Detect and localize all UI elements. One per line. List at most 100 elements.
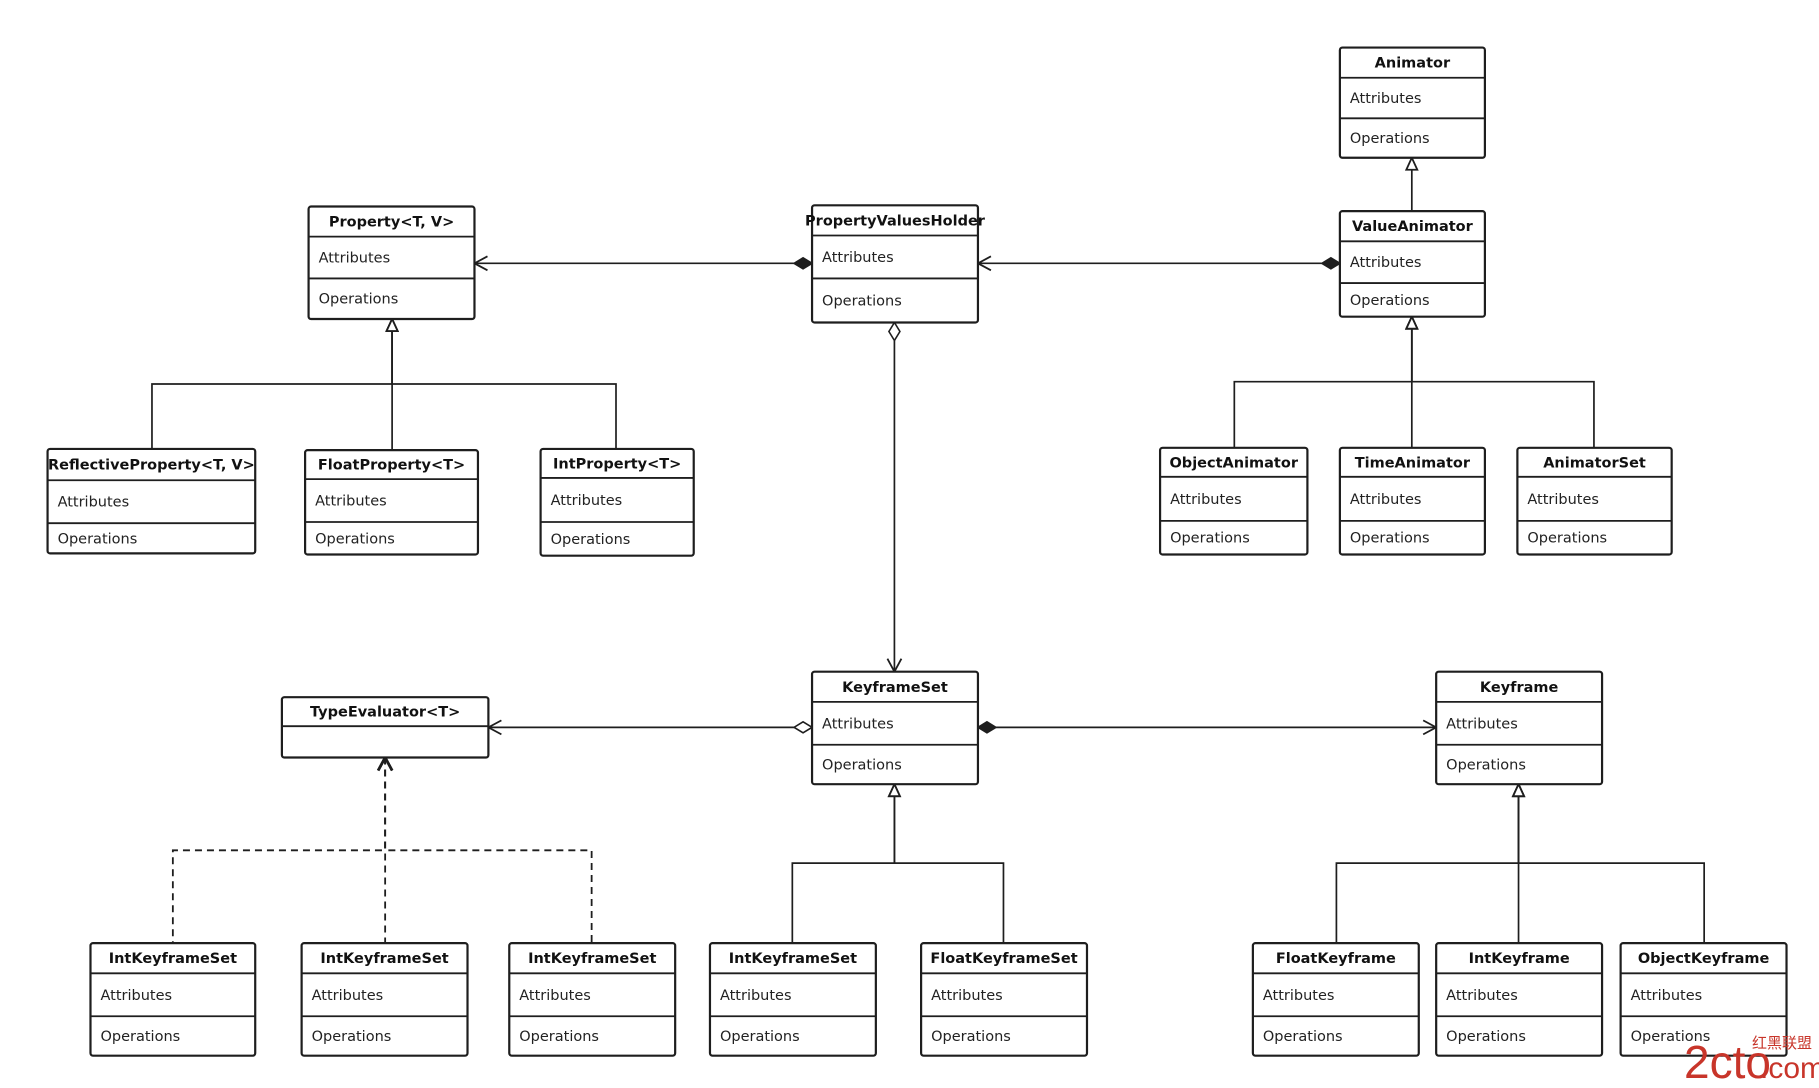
attributes-label: Attributes [58, 495, 130, 511]
edge-line [791, 796, 896, 944]
class-name: IntProperty<T> [553, 456, 681, 472]
watermark: 2cto .com 红黑联盟 [1684, 1034, 1819, 1088]
edge-aggregation [886, 320, 903, 674]
class-box-frame [1338, 210, 1486, 318]
operations-label: Operations [58, 531, 138, 547]
edge-inheritance [385, 316, 617, 449]
edge-line [893, 796, 1005, 944]
relationship-lines [151, 155, 1706, 944]
composition-diamond [1320, 256, 1342, 270]
class-box-frame [810, 670, 980, 786]
operations-label: Operations [100, 1029, 180, 1045]
class-boxes: AnimatorAttributesOperationsProperty<T, … [46, 46, 1788, 1057]
generalization-arrowhead [1404, 155, 1419, 171]
attributes-label: Attributes [100, 988, 172, 1004]
class-box-frame [280, 696, 490, 759]
class-box-frame [1435, 670, 1604, 786]
edge-inheritance [887, 782, 1005, 944]
edge-line [391, 331, 617, 449]
attributes-label: Attributes [1446, 716, 1518, 732]
operations-label: Operations [822, 293, 902, 309]
operations-label: Operations [1446, 1029, 1526, 1045]
edge-composition [472, 255, 814, 272]
operations-label: Operations [1527, 531, 1607, 547]
class-name: FloatKeyframeSet [930, 951, 1077, 967]
operations-label: Operations [1350, 131, 1430, 147]
class-box-frame [1338, 446, 1486, 556]
class-name: IntKeyframe [1469, 951, 1570, 967]
operations-label: Operations [319, 292, 399, 308]
class-name: FloatProperty<T> [318, 458, 465, 474]
attributes-label: Attributes [1350, 255, 1422, 271]
class-name: IntKeyframeSet [109, 951, 237, 967]
watermark-logo: 2cto [1684, 1036, 1771, 1088]
class-box-frame [508, 942, 677, 1057]
composition-diamond [976, 720, 998, 734]
class-name: Property<T, V> [329, 215, 454, 231]
edge-aggregation [486, 719, 814, 736]
attributes-label: Attributes [1527, 492, 1599, 508]
operations-label: Operations [519, 1029, 599, 1045]
class-reflectivepropertyt-v: ReflectiveProperty<T, V>AttributesOperat… [46, 447, 257, 555]
class-name: IntKeyframeSet [320, 951, 448, 967]
edge-inheritance [1404, 155, 1419, 212]
class-name: Animator [1375, 56, 1451, 72]
edge-inheritance [1233, 314, 1419, 448]
attributes-label: Attributes [319, 251, 391, 267]
operations-label: Operations [822, 757, 902, 773]
attributes-label: Attributes [1170, 492, 1242, 508]
generalization-arrowhead [1404, 314, 1419, 330]
class-name: KeyframeSet [842, 680, 948, 696]
edge-inheritance [1511, 782, 1706, 944]
aggregation-diamond [792, 720, 814, 734]
class-name: PropertyValuesHolder [805, 213, 986, 229]
edge-line [1517, 796, 1706, 944]
class-box-frame [1338, 46, 1486, 159]
attributes-label: Attributes [1350, 91, 1422, 107]
operations-label: Operations [931, 1029, 1011, 1045]
operations-label: Operations [1446, 757, 1526, 773]
class-box-frame [708, 942, 877, 1057]
class-name: TimeAnimator [1355, 455, 1471, 471]
edge-inheritance [1335, 782, 1526, 944]
operations-label: Operations [720, 1029, 800, 1045]
class-name: TypeEvaluator<T> [310, 705, 460, 721]
class-box-frame [307, 205, 476, 321]
edge-realization [171, 754, 394, 944]
attributes-label: Attributes [551, 493, 623, 509]
class-box-frame [920, 942, 1089, 1057]
class-name: AnimatorSet [1543, 455, 1646, 471]
attributes-label: Attributes [312, 988, 384, 1004]
edge-line [151, 331, 393, 449]
aggregation-diamond [887, 320, 901, 343]
class-name: ValueAnimator [1352, 219, 1474, 235]
attributes-label: Attributes [1350, 492, 1422, 508]
edge-line [1410, 328, 1595, 448]
operations-label: Operations [1350, 293, 1430, 309]
class-box-frame [1251, 942, 1420, 1057]
class-box-frame [46, 447, 257, 555]
edge-inheritance [1404, 314, 1595, 448]
edge-line [1335, 796, 1520, 944]
attributes-label: Attributes [931, 988, 1003, 1004]
operations-label: Operations [315, 531, 395, 547]
edge-realization [377, 754, 593, 944]
class-box-frame [1435, 942, 1604, 1057]
class-box-frame [304, 449, 480, 556]
attributes-label: Attributes [519, 988, 591, 1004]
